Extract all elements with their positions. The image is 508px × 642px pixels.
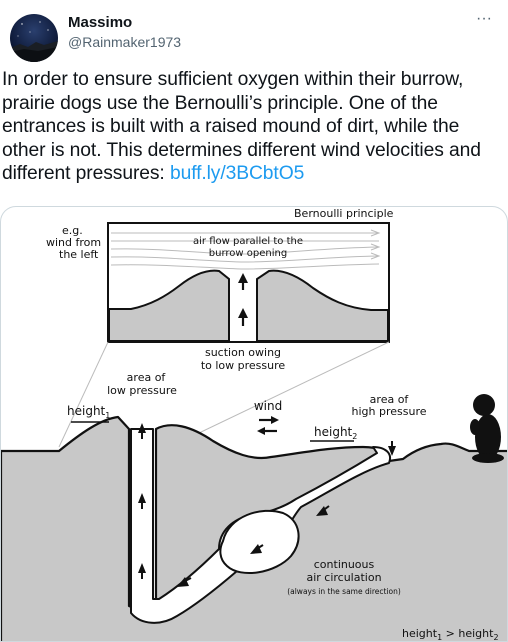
prairie-dog-icon: [470, 394, 504, 463]
tunnel-arrows: [138, 423, 396, 587]
burrow-chamber: [219, 509, 300, 574]
tweet-text: In order to ensure sufficient oxygen wit…: [0, 68, 508, 186]
circulation-label-1: continuous: [314, 558, 375, 571]
height2-sub: 2: [352, 432, 357, 441]
inset-up-arrows: [238, 273, 248, 326]
high-pressure-label-2: high pressure: [352, 405, 427, 418]
formula-a-sub: 1: [437, 633, 442, 642]
formula-op: >: [442, 627, 458, 640]
more-horizontal-icon[interactable]: ···: [476, 10, 492, 27]
inset-wind-label-3: the left: [59, 248, 99, 261]
low-pressure-label-2: low pressure: [107, 384, 177, 397]
wind-label: wind: [254, 399, 282, 413]
suction-label-1: suction owing: [205, 346, 281, 359]
height2-text: height: [314, 425, 353, 439]
author-name[interactable]: Massimo: [68, 14, 133, 31]
inset-airflow-label-1: air flow parallel to the: [193, 236, 303, 247]
avatar-image: [10, 21, 58, 62]
tweet-link[interactable]: buff.ly/3BCbtO5: [169, 163, 305, 184]
low-pressure-label-1: area of: [127, 371, 167, 384]
height-formula: height1 > height2: [402, 627, 499, 642]
inset-wind-label-2: wind from: [46, 236, 101, 249]
wind-arrows-icon: [257, 416, 279, 435]
tweet-body: In order to ensure sufficient oxygen wit…: [2, 69, 481, 184]
height1-text: height: [67, 404, 106, 418]
suction-label-2: to low pressure: [201, 359, 286, 372]
inset-left-mound: [108, 269, 230, 342]
height1-label: height1: [67, 404, 110, 420]
formula-b: height: [458, 627, 494, 640]
inset-airflow-label-2: burrow opening: [209, 248, 287, 259]
author-handle[interactable]: @Rainmaker1973: [68, 34, 182, 50]
avatar[interactable]: [10, 14, 58, 62]
bernoulli-diagram: Bernoulli principle e.g.: [1, 207, 507, 642]
circulation-label-3: (always in the same direction): [287, 587, 401, 596]
formula-b-sub: 2: [493, 633, 498, 642]
height1-sub: 1: [105, 411, 110, 420]
diagram-title: Bernoulli principle: [294, 207, 394, 220]
inset-right-mound: [256, 269, 389, 342]
high-pressure-label-1: area of: [370, 393, 410, 406]
formula-a: height: [402, 627, 438, 640]
circulation-label-2: air circulation: [306, 571, 381, 584]
inset-wind-label-1: e.g.: [62, 224, 83, 237]
inset-airflow-lines: [110, 229, 381, 270]
tweet-media-image[interactable]: Bernoulli principle e.g.: [0, 206, 508, 642]
zoom-lines: [58, 341, 390, 448]
height2-label: height2: [314, 425, 357, 441]
